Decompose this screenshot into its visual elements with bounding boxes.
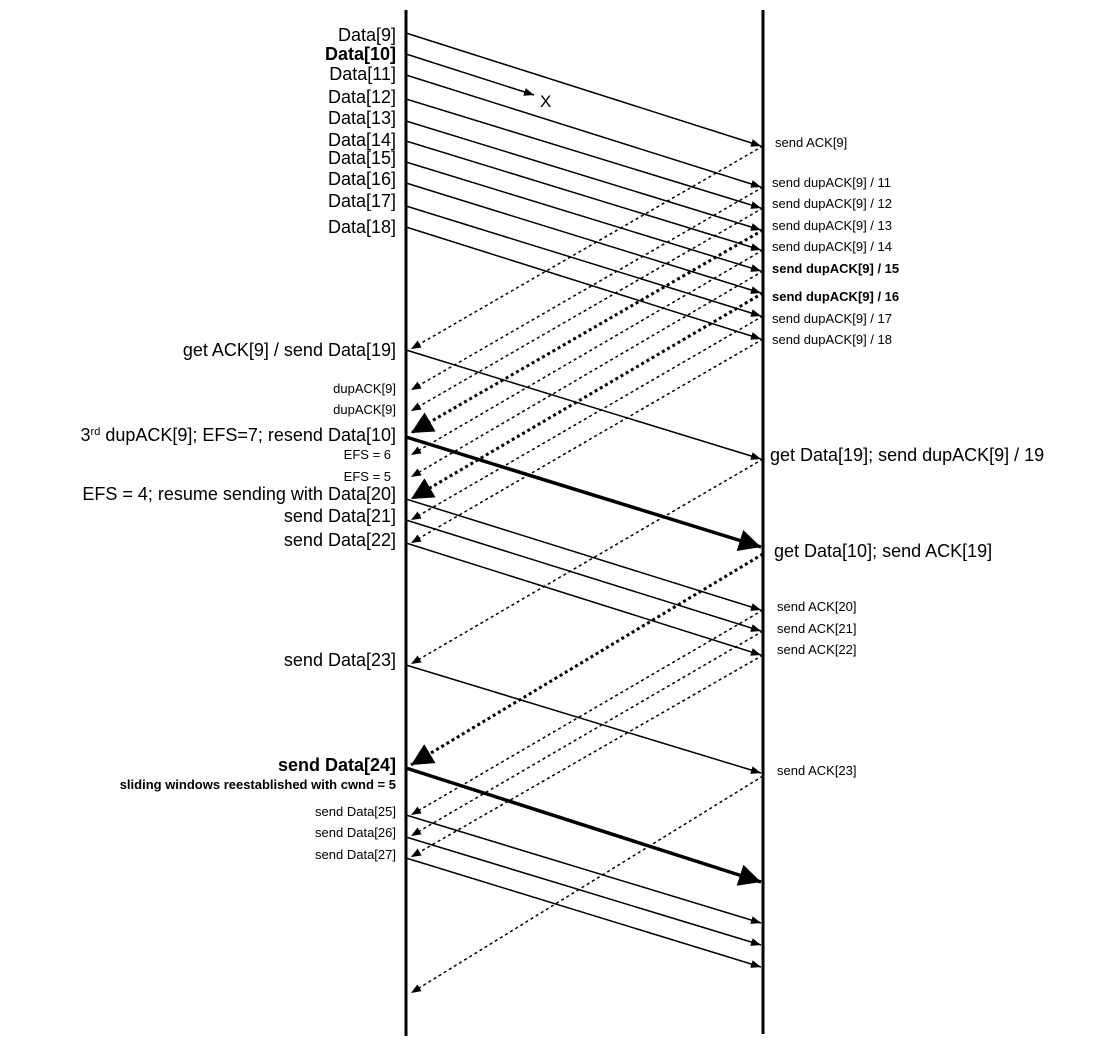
- sender-label-superscript: rd: [91, 426, 101, 438]
- sender-label-third: 3rd dupACK[9]; EFS=7; resend Data[10]: [81, 425, 396, 445]
- sender-label-s21: send Data[21]: [284, 506, 396, 526]
- arrow-dupack-11: [410, 186, 764, 391]
- sender-label-s23: send Data[23]: [284, 650, 396, 670]
- message-arrows: [405, 32, 764, 994]
- arrow-data-21: [405, 519, 762, 632]
- arrow-data-11: [405, 74, 762, 188]
- sender-label-d12: Data[12]: [328, 87, 396, 107]
- sender-label-s24: send Data[24]: [278, 755, 396, 775]
- sender-label-d14: Data[14]: [328, 130, 396, 150]
- arrow-data-18: [405, 226, 762, 340]
- arrow-data-17: [405, 205, 762, 317]
- arrow-dupack-19: [410, 458, 764, 665]
- sender-label-dupack9b: dupACK[9]: [333, 402, 396, 417]
- sender-label-d18: Data[18]: [328, 217, 396, 237]
- receiver-label-ack22: send ACK[22]: [777, 642, 857, 657]
- sender-label-sliding: sliding windows reestablished with cwnd …: [120, 777, 396, 792]
- arrow-data-20: [405, 498, 762, 611]
- receiver-label-dup18: send dupACK[9] / 18: [772, 332, 892, 347]
- sender-label-s26: send Data[26]: [315, 825, 396, 840]
- sender-label-s25: send Data[25]: [315, 804, 396, 819]
- arrow-data-22: [405, 542, 762, 656]
- arrow-data-16: [405, 182, 762, 294]
- sender-label-efs5: EFS = 5: [344, 469, 391, 484]
- arrow-ack-22: [410, 654, 764, 858]
- sender-label-d17: Data[17]: [328, 191, 396, 211]
- arrow-data-14: [405, 140, 762, 251]
- arrow-data-12: [405, 98, 762, 209]
- sender-label-d16: Data[16]: [328, 169, 396, 189]
- receiver-label-dup11: send dupACK[9] / 11: [772, 175, 891, 190]
- arrow-data-13: [405, 120, 762, 231]
- sender-label-prefix: 3: [81, 425, 91, 445]
- arrow-ack-21: [410, 630, 764, 837]
- arrow-data-19: [405, 349, 762, 460]
- arrow-ack-19: [410, 552, 764, 767]
- arrow-data-23: [405, 664, 762, 774]
- sender-label-s22: send Data[22]: [284, 530, 396, 550]
- receiver-label-dup16: send dupACK[9] / 16: [772, 289, 899, 304]
- sender-label-getack9: get ACK[9] / send Data[19]: [183, 340, 396, 360]
- receiver-label-get19: get Data[19]; send dupACK[9] / 19: [770, 445, 1044, 465]
- timelines: [404, 10, 765, 1036]
- arrow-data-26: [405, 836, 762, 946]
- arrow-data-10: [405, 53, 535, 96]
- receiver-label-ack21: send ACK[21]: [777, 621, 857, 636]
- arrow-data-25: [405, 814, 762, 924]
- sender-label-d13: Data[13]: [328, 108, 396, 128]
- receiver-label-dup17: send dupACK[9] / 17: [772, 311, 892, 326]
- arrow-data-9: [405, 32, 762, 147]
- sender-label-rest: dupACK[9]; EFS=7; resend Data[10]: [100, 425, 396, 445]
- sender-label-d10: Data[10]: [325, 44, 396, 64]
- receiver-label-ack23: send ACK[23]: [777, 763, 857, 778]
- sender-label-d15: Data[15]: [328, 148, 396, 168]
- arrow-data-27: [405, 857, 762, 968]
- sender-label-d9: Data[9]: [338, 25, 396, 45]
- arrow-dupack-13: [410, 228, 764, 435]
- arrow-ack-23: [410, 775, 764, 994]
- receiver-label-ack20: send ACK[20]: [777, 599, 857, 614]
- arrow-dupack-18: [410, 338, 764, 544]
- sender-label-dupack9a: dupACK[9]: [333, 381, 396, 396]
- sender-label-s27: send Data[27]: [315, 847, 396, 862]
- receiver-label-ack9: send ACK[9]: [775, 135, 847, 150]
- arrow-dupack-16: [410, 291, 764, 501]
- arrow-data-24: [405, 766, 762, 886]
- receiver-label-dup15: send dupACK[9] / 15: [772, 261, 899, 276]
- arrow-data-15: [405, 161, 762, 272]
- sender-label-d11: Data[11]: [329, 64, 396, 84]
- event-labels: Data[9]Data[10]Data[11]Data[12]Data[13]D…: [81, 25, 1045, 862]
- arrow-dupack-17: [410, 315, 764, 521]
- arrow-data-10-resend: [405, 435, 762, 551]
- receiver-label-dup14: send dupACK[9] / 14: [772, 239, 892, 254]
- packet-loss-marker: X: [540, 92, 551, 111]
- arrow-ack-20: [410, 609, 764, 816]
- arrow-ack-9: [410, 145, 764, 350]
- sender-label-efs6: EFS = 6: [344, 447, 391, 462]
- arrow-dupack-12: [410, 207, 764, 412]
- arrow-dupack-15: [410, 270, 764, 478]
- receiver-label-dup13: send dupACK[9] / 13: [772, 218, 892, 233]
- receiver-label-dup12: send dupACK[9] / 12: [772, 196, 892, 211]
- sender-label-efs4: EFS = 4; resume sending with Data[20]: [82, 484, 396, 504]
- arrow-dupack-14: [410, 249, 764, 456]
- receiver-label-get10: get Data[10]; send ACK[19]: [774, 541, 992, 561]
